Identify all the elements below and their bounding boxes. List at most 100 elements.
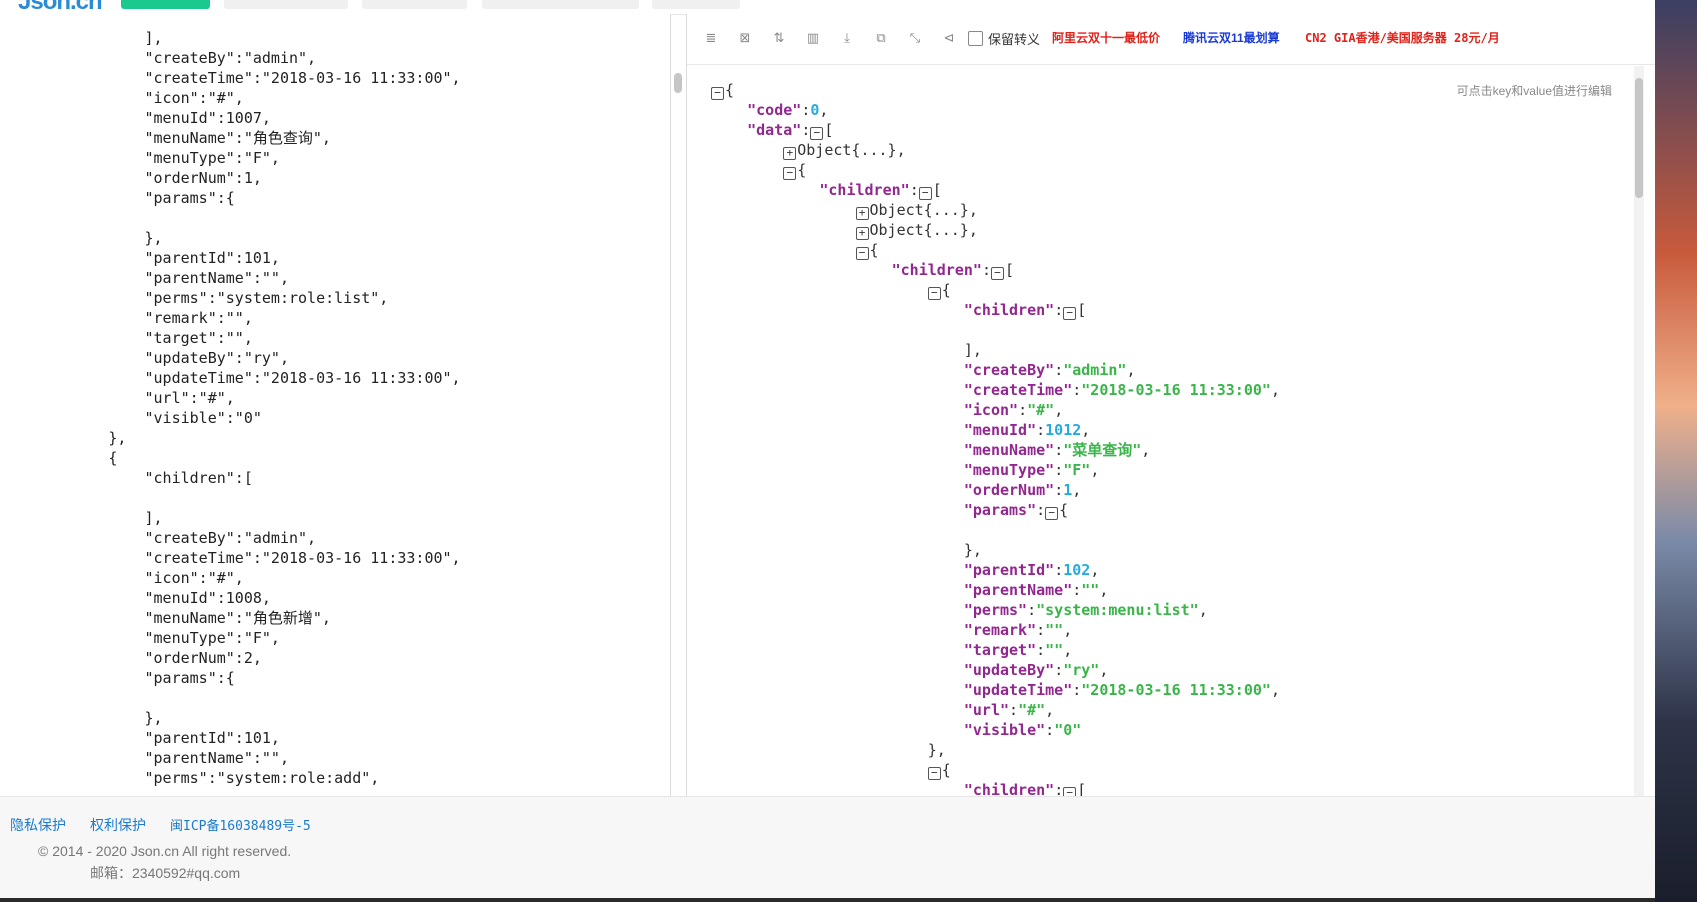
json-key[interactable]: "code" [747,101,802,119]
json-key[interactable]: "perms" [963,601,1028,619]
promo-aliyun-link[interactable]: 阿里云双十一最低价 [1052,31,1161,45]
collapse-toggle-icon[interactable]: − [783,167,797,180]
sort-icon[interactable]: ⇅ [773,30,785,45]
json-punct: { [797,161,807,179]
json-number-value[interactable]: 1012 [1045,421,1082,439]
tree-line: "children":−[ [711,260,1280,280]
expand-toggle-icon[interactable]: + [783,147,797,160]
json-string-value[interactable]: "system:menu:list" [1036,601,1199,619]
copy-icon[interactable]: ⧉ [876,30,886,45]
json-punct [711,121,747,139]
json-string-value[interactable]: "2018-03-16 11:33:00" [1081,381,1271,399]
json-key[interactable]: "data" [747,121,802,139]
compress-icon[interactable]: ⤡ [909,30,921,45]
json-string-value[interactable]: "F" [1063,461,1091,479]
json-number-value[interactable]: 102 [1063,561,1091,579]
json-string-value[interactable]: "ry" [1063,661,1100,679]
trash-icon[interactable]: ▥ [806,30,820,45]
raw-json-text[interactable]: ], "createBy":"admin", "createTime":"201… [0,28,460,788]
site-logo[interactable]: Json.cn [18,0,103,15]
expand-toggle-icon[interactable]: + [855,207,869,220]
tree-line: ], [711,340,1280,360]
json-punct [711,101,747,119]
json-string-value[interactable]: "" [1045,641,1064,659]
json-key[interactable]: "children" [819,181,910,199]
json-punct: : [1045,721,1055,739]
json-punct: : [1054,561,1064,579]
json-number-value[interactable]: 0 [810,101,820,119]
json-tree[interactable]: −{ "code":0, "data":−[ +Object{...}, −{ … [711,80,1280,796]
download-icon[interactable]: ⤓ [844,30,850,45]
collapse-toggle-icon[interactable]: − [918,187,932,200]
json-punct [711,181,819,199]
database-icon[interactable]: ≣ [705,30,717,45]
json-key[interactable]: "visible" [963,721,1046,739]
collapse-toggle-icon[interactable]: − [1045,507,1059,520]
right-scrollbar-thumb[interactable] [1635,78,1643,198]
json-string-value[interactable]: "菜单查询" [1063,441,1142,459]
json-punct: Object{...}, [869,221,978,239]
json-string-value[interactable]: "0" [1054,721,1082,739]
json-key[interactable]: "menuType" [963,461,1055,479]
json-number-value[interactable]: 1 [1063,481,1073,499]
rights-link[interactable]: 权利保护 [90,817,146,833]
json-key[interactable]: "icon" [963,401,1019,419]
excel-icon[interactable]: ⊠ [739,30,751,45]
collapse-toggle-icon[interactable]: − [927,287,941,300]
json-punct: , [1126,361,1136,379]
collapse-toggle-icon[interactable]: − [1063,787,1077,796]
json-key[interactable]: "menuId" [963,421,1037,439]
json-key[interactable]: "params" [963,501,1037,519]
privacy-link[interactable]: 隐私保护 [10,817,66,833]
collapse-toggle-icon[interactable]: − [1063,307,1077,320]
promo-tencent-link[interactable]: 腾讯云双11最划算 [1183,31,1280,45]
json-string-value[interactable]: "#" [1027,401,1055,419]
tree-line: "code":0, [711,100,1280,120]
raw-json-line: "parentId":101, [0,249,280,267]
collapse-toggle-icon[interactable]: − [711,87,724,100]
json-key[interactable]: "createTime" [963,381,1073,399]
json-key[interactable]: "parentId" [963,561,1055,579]
collapse-toggle-icon[interactable]: − [990,267,1004,280]
json-string-value[interactable]: "admin" [1063,361,1127,379]
json-key[interactable]: "children" [891,261,982,279]
json-key[interactable]: "createBy" [963,361,1055,379]
promo-cn2-link[interactable]: CN2 GIA香港/美国服务器 28元/月 [1305,31,1500,45]
collapse-toggle-icon[interactable]: − [855,247,869,260]
json-key[interactable]: "updateTime" [963,681,1073,699]
keep-escape-checkbox[interactable] [968,31,983,46]
json-key[interactable]: "parentName" [963,581,1073,599]
raw-json-line: "children":[ [0,469,253,487]
nav-button-5[interactable] [652,0,740,9]
tree-line: }, [711,540,1280,560]
json-key[interactable]: "menuName" [963,441,1055,459]
json-key[interactable]: "target" [963,641,1037,659]
collapse-toggle-icon[interactable]: − [810,127,824,140]
collapse-toggle-icon[interactable]: − [927,767,941,780]
json-string-value[interactable]: "" [1081,581,1100,599]
json-key[interactable]: "children" [963,781,1055,796]
json-string-value[interactable]: "#" [1018,701,1046,719]
json-punct: ], [711,341,982,359]
nav-button-3[interactable] [362,0,467,9]
share-icon[interactable]: ⊲ [943,30,955,45]
json-punct: : [801,121,811,139]
nav-button-2[interactable] [224,0,348,9]
json-key[interactable]: "remark" [963,621,1037,639]
nav-button-4[interactable] [482,0,639,9]
icp-link[interactable]: 闽ICP备16038489号-5 [170,819,311,834]
json-key[interactable]: "children" [963,301,1055,319]
nav-button-primary[interactable] [121,0,210,9]
json-string-value[interactable]: "" [1045,621,1064,639]
expand-toggle-icon[interactable]: + [855,227,869,240]
json-string-value[interactable]: "2018-03-16 11:33:00" [1081,681,1271,699]
raw-json-line: "perms":"system:role:list", [0,289,389,307]
json-punct: : [1018,401,1028,419]
left-scrollbar-thumb[interactable] [674,73,682,93]
json-input-editor[interactable]: ], "createBy":"admin", "createTime":"201… [0,14,671,796]
json-key[interactable]: "updateBy" [963,661,1055,679]
json-punct [711,781,964,796]
right-scrollbar-track[interactable] [1634,66,1644,796]
json-key[interactable]: "url" [963,701,1010,719]
json-key[interactable]: "orderNum" [963,481,1055,499]
